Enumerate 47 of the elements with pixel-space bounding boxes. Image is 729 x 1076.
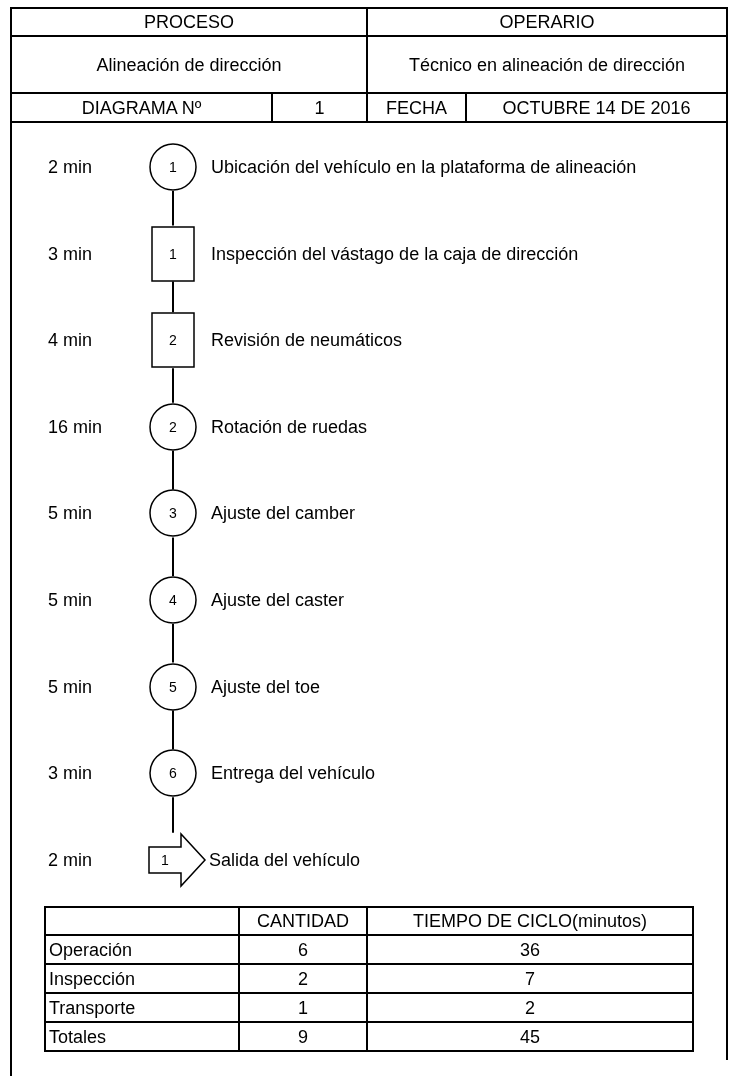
connector-line — [172, 536, 174, 577]
duration-text: 3 min — [48, 764, 92, 783]
duration-text: 2 min — [48, 850, 92, 869]
operation-circle — [149, 662, 197, 711]
operation-circle — [149, 402, 197, 451]
step-number: 4 — [169, 593, 177, 607]
transport-arrow — [148, 832, 206, 887]
step-description: Salida del vehículo — [209, 850, 361, 869]
step-description: Inspección del vástago de la caja de dirección — [211, 244, 579, 263]
step-description: Revisión de neumáticos — [211, 331, 403, 350]
connector-line — [172, 280, 174, 314]
duration-text: 5 min — [48, 677, 92, 696]
connector-line — [172, 449, 174, 491]
step-number: 1 — [169, 246, 177, 261]
duration-text: 5 min — [48, 504, 92, 523]
operation-circle — [149, 489, 197, 538]
table-cell: Totales — [44, 1021, 240, 1052]
table-cell: 45 — [366, 1021, 694, 1052]
step-number: 2 — [169, 419, 177, 434]
step-number: 5 — [169, 679, 177, 694]
step-description: Entrega del vehículo — [211, 764, 376, 783]
step-description: Ajuste del toe — [211, 677, 321, 696]
operation-circle — [149, 143, 197, 191]
operation-circle — [149, 576, 197, 624]
inspection-square — [151, 225, 195, 282]
duration-text: 4 min — [48, 331, 92, 350]
connector-line — [172, 190, 174, 227]
operation-circle — [149, 749, 197, 798]
step-number: 2 — [169, 333, 177, 348]
duration-text: 16 min — [48, 417, 103, 436]
connector-line — [172, 367, 174, 404]
inspection-square — [151, 312, 195, 369]
step-description: Ajuste del caster — [211, 591, 345, 609]
step-number: 3 — [169, 506, 177, 521]
step-number: 6 — [169, 766, 177, 781]
duration-text: 5 min — [48, 591, 92, 609]
duration-text: 2 min — [48, 158, 92, 176]
table-cell: TIEMPO DE CICLO(minutos) — [366, 906, 694, 936]
duration-text: 3 min — [48, 244, 92, 263]
connector-line — [172, 623, 174, 664]
step-description: Ubicación del vehículo en la plataforma de alineación — [211, 158, 637, 176]
step-description: Rotación de ruedas — [211, 417, 368, 436]
connector-line — [172, 709, 174, 751]
connector-line — [172, 796, 174, 834]
step-number: 1 — [161, 852, 169, 867]
step-description: Ajuste del camber — [211, 504, 356, 523]
step-number: 1 — [169, 160, 177, 174]
